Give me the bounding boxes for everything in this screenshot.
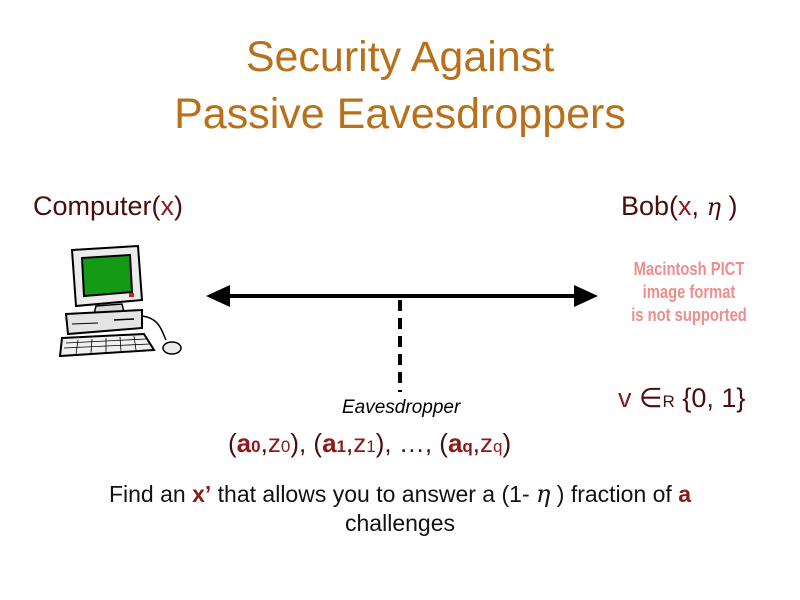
eavesdropper-label: Eavesdropper <box>342 397 461 418</box>
slide-title-line2: Passive Eavesdroppers <box>174 90 626 138</box>
slide-title-line1: Security Against <box>245 33 555 81</box>
goal-statement: Find an x’ that allows you to answer a (… <box>0 480 800 538</box>
placeholder-line2: image format <box>642 282 736 302</box>
placeholder-line1: Macintosh PICT <box>633 259 745 279</box>
arrow-head-left <box>206 285 230 307</box>
computer-icon <box>58 244 182 358</box>
placeholder-line3: is not supported <box>631 305 747 325</box>
challenge-set: v ∈R {0, 1} <box>618 383 746 413</box>
bob-label: Bob(x, η ) <box>621 191 738 221</box>
computer-label: Computer(x) <box>33 191 184 221</box>
transcript: (a0,z0), (a1,z1), …, (aq,zq) <box>228 428 512 458</box>
goal-line2: challenges <box>345 510 455 536</box>
arrow-head-right <box>574 285 598 307</box>
image-placeholder: Macintosh PICT image format is not suppo… <box>609 258 769 327</box>
goal-line1: Find an x’ that allows you to answer a (… <box>108 480 692 508</box>
